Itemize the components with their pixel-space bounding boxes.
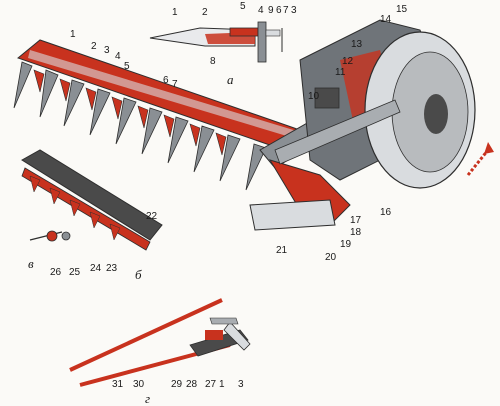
callout: 26	[50, 267, 62, 278]
view-b-finger-bar-underside	[21, 149, 163, 251]
callout: 10	[308, 91, 320, 102]
callout: 23	[106, 263, 118, 274]
callout: 5	[240, 1, 246, 12]
callout: 7	[283, 5, 289, 16]
callout: 12	[342, 56, 354, 67]
view-g-rod-assembly	[69, 298, 251, 387]
callout: 16	[380, 207, 392, 218]
callout: 18	[350, 227, 362, 238]
callout: 24	[90, 263, 102, 274]
callout: 13	[351, 39, 363, 50]
callout: 3	[238, 379, 244, 390]
callout: 17	[350, 215, 362, 226]
view-label-a: а	[227, 72, 234, 87]
callout: 30	[133, 379, 145, 390]
callout: 2	[91, 41, 97, 52]
callout: 11	[335, 67, 346, 78]
callout: 4	[115, 51, 121, 62]
callout: 19	[340, 239, 352, 250]
callout: 25	[69, 267, 81, 278]
view-label-v: в	[28, 256, 34, 271]
callout: 6	[276, 5, 282, 16]
callout: 1	[219, 379, 225, 390]
callout: 3	[291, 5, 297, 16]
callout: 4	[258, 5, 264, 16]
callout: 20	[325, 252, 337, 263]
callout: 29	[171, 379, 183, 390]
callout: 22	[146, 211, 158, 222]
callout: 27	[205, 379, 217, 390]
view-b-cutter-bar	[13, 19, 494, 231]
callout: 6	[163, 75, 169, 86]
callout: 15	[396, 4, 408, 15]
view-v-clip-detail	[29, 230, 71, 242]
callout: 1	[70, 29, 76, 40]
callout: 7	[172, 79, 178, 90]
callout: 14	[380, 14, 392, 25]
callout: 28	[186, 379, 198, 390]
callout: 3	[104, 45, 110, 56]
callout: 8	[210, 56, 216, 67]
callout: 5	[124, 61, 130, 72]
callout: 2	[202, 7, 208, 18]
callout: 31	[112, 379, 124, 390]
callout: 9	[268, 5, 274, 16]
view-label-b: б	[135, 267, 142, 282]
callout: 21	[276, 245, 288, 256]
view-label-g: г	[145, 391, 151, 406]
view-a-knife-section	[149, 21, 283, 63]
callout: 1	[172, 7, 178, 18]
